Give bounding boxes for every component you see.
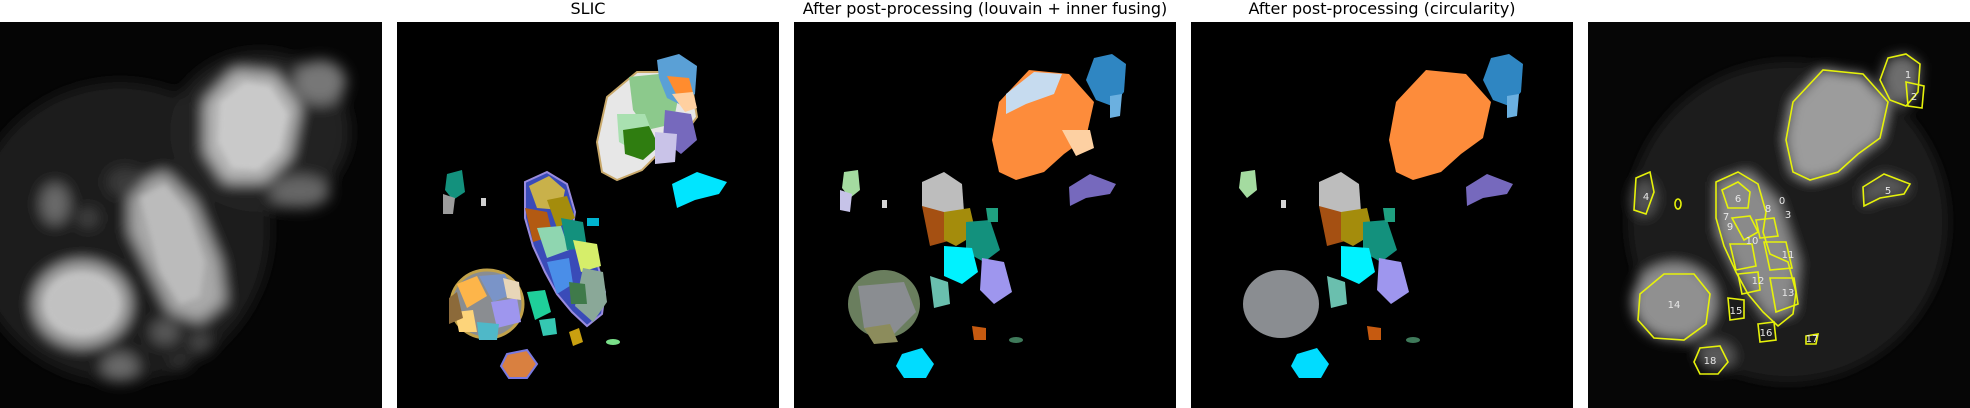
- region-label: 10: [1746, 236, 1759, 247]
- louvain-panel: [794, 22, 1176, 408]
- region-label: 16: [1760, 328, 1773, 339]
- outlined-panel: 0 1 2 3 4 5 6 7 8 9 10 11 12 13 14 15 16…: [1588, 22, 1970, 408]
- panel-title-louvain: After post-processing (louvain + inner f…: [802, 0, 1168, 18]
- region-labels: 0 1 2 3 4 5 6 7 8 9 10 11 12 13 14 15 16…: [1643, 70, 1917, 367]
- panel-title-slic: SLIC: [570, 0, 606, 18]
- region-label: 14: [1668, 300, 1681, 311]
- region-label: 13: [1782, 288, 1795, 299]
- circularity-panel: [1191, 22, 1573, 408]
- region-label: 5: [1885, 186, 1891, 197]
- region-label: 4: [1643, 192, 1649, 203]
- region-label: 2: [1911, 92, 1917, 103]
- region-label: 3: [1785, 210, 1791, 221]
- region-label: 9: [1727, 222, 1733, 233]
- region-outlines: [1633, 53, 1925, 375]
- slic-segmentation: [397, 22, 779, 408]
- region-label: 17: [1806, 334, 1819, 345]
- region-label: 18: [1704, 356, 1717, 367]
- region-label: 1: [1905, 70, 1911, 81]
- region-label: 0: [1779, 196, 1785, 207]
- panel-title-circularity: After post-processing (circularity): [1248, 0, 1516, 18]
- louvain-segmentation: [794, 22, 1176, 408]
- slic-panel: [397, 22, 779, 408]
- raw-image-panel: [0, 22, 382, 408]
- region-label: 11: [1782, 250, 1795, 261]
- region-label: 7: [1723, 212, 1729, 223]
- raw-image: [0, 22, 382, 408]
- outlined-image: 0 1 2 3 4 5 6 7 8 9 10 11 12 13 14 15 16…: [1588, 22, 1970, 408]
- region-label: 12: [1752, 276, 1765, 287]
- region-label: 15: [1730, 306, 1743, 317]
- region-label: 6: [1735, 194, 1741, 205]
- circularity-segmentation: [1191, 22, 1573, 408]
- region-label: 8: [1765, 204, 1771, 215]
